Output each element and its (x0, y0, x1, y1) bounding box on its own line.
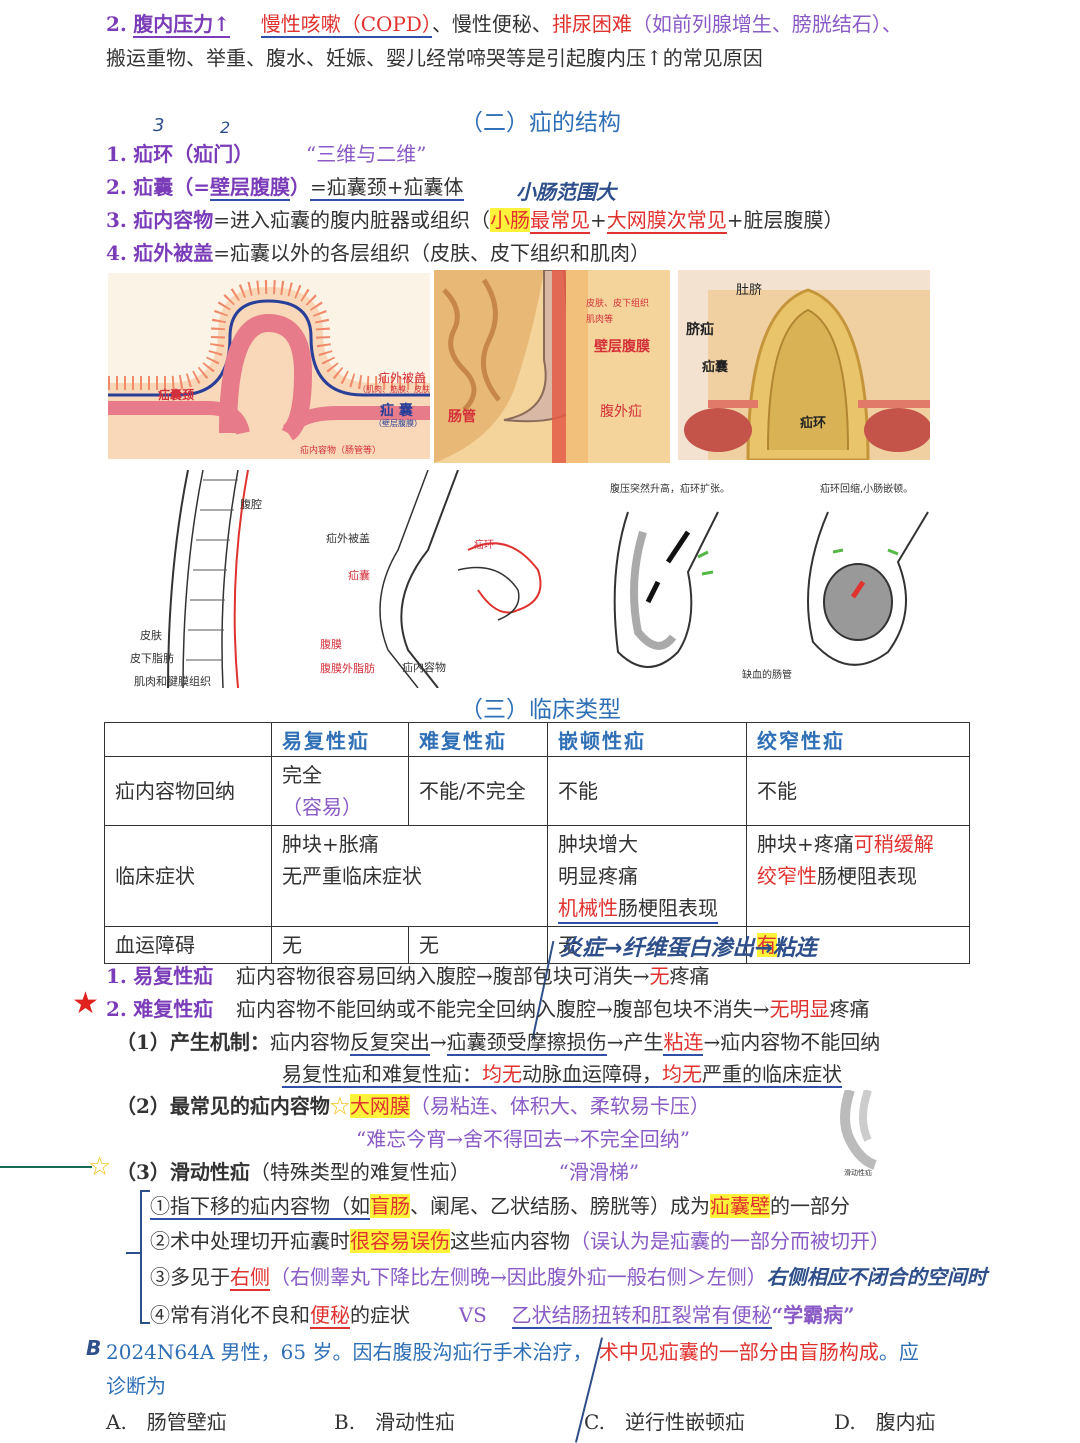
pointer-line (0, 1166, 92, 1168)
table-row: 临床症状 肿块+胀痛 无严重临床症状 肿块增大 明显疼痛 机械性肠梗阻表现 肿块… (104, 825, 970, 927)
mechanism-line-1: （1）产生机制：疝内容物反复突出→疝囊颈受摩擦损伤→产生粘连→疝内容物不能回纳 (116, 1030, 881, 1056)
common-content-line: （2）最常见的疝内容物☆大网膜（易粘连、体积大、柔软易卡压） (116, 1094, 710, 1118)
section3-heading: （三）临床类型 (460, 697, 621, 723)
sliding-point-1: ①指下移的疝内容物（如盲肠、阑尾、乙状结肠、膀胱等）成为疝囊壁的一部分 (150, 1194, 850, 1220)
sliding-hernia-title: （3）滑动性疝（特殊类型的难复性疝） “滑滑梯” (116, 1160, 640, 1184)
structure-item-4: 4. 疝外被盖=疝囊以外的各层组织（皮肤、皮下组织和肌肉） (106, 241, 651, 265)
table-header-row: 易复性疝 难复性疝 嵌顿性疝 绞窄性疝 (104, 722, 970, 757)
f4-subq: 皮下脂肪 (130, 652, 174, 665)
f4-muscle: 肌肉和腱膜组织 (134, 675, 211, 688)
table-row: 疝内容物回纳 完全（容易） 不能/不完全 不能 不能 (104, 756, 970, 826)
mechanism-line-2: 易复性疝和难复性疝：均无动脉血运障碍，均无严重的临床症状 (282, 1062, 842, 1088)
f3-ring: 疝环 (800, 416, 827, 431)
option-d[interactable]: D. 腹内疝 (834, 1410, 936, 1434)
option-c[interactable]: C. 逆行性嵌顿疝 (584, 1410, 745, 1434)
f2-muscle: 肌肉等 (586, 315, 614, 325)
f2-bowel: 肠管 (448, 409, 476, 425)
f1-neck: 疝囊颈 (158, 388, 195, 402)
f4-cavity: 腹腔 (240, 498, 262, 511)
f3-hernia: 脐疝 (686, 322, 714, 338)
f4-ring: 疝环 (474, 540, 494, 551)
question-stem-2: 诊断为 (106, 1374, 166, 1398)
f2-outer: 腹外疝 (600, 404, 642, 420)
top-dysuria: 排尿困难 (551, 12, 632, 36)
top-mid: 、慢性便秘、 (431, 12, 552, 36)
item1-title: 疝环（疝门） (133, 142, 254, 166)
clinical-types-table: 易复性疝 难复性疝 嵌顿性疝 绞窄性疝 疝内容物回纳 完全（容易） 不能/不完全… (104, 722, 970, 964)
f4-cover: 疝外被盖 (326, 532, 370, 545)
figure-incarceration: 腹压突然升高，疝环扩张。 疝环回缩,小肠嵌顿。 缺血的肠管 (588, 472, 950, 685)
table-header-cell: 易复性疝 (271, 722, 409, 757)
gold-star-icon: ☆ (329, 1094, 350, 1118)
structure-item-3: 3. 疝内容物=进入疝囊的腹内脏器或组织（小肠最常见+大网膜次常见+脏层腹膜） (106, 208, 844, 234)
hand-answer: B (86, 1336, 102, 1360)
f4-content: 疝内容物 (402, 661, 446, 674)
sliding-point-2: ②术中处理切开疝囊时很容易误伤这些疝内容物（误认为是疝囊的一部分而被切开） (150, 1229, 890, 1253)
top-title: 腹内压力↑ (133, 12, 231, 38)
f4-sac: 疝囊 (348, 569, 370, 582)
f1-sac-sub: （壁层腹膜） (374, 419, 422, 428)
figure-hernia-structure-1: 疝囊颈 疝外被盖 （肌肉、筋膜、皮肤） 疝 囊 （壁层腹膜） 疝内容物（肠管等） (108, 273, 430, 459)
sliding-point-3: ③多见于右侧（右侧睾丸下降比左侧晚→因此腹外疝一般右侧＞左侧）右侧相应不闭合的空… (150, 1265, 987, 1291)
f5-right: 疝环回缩,小肠嵌顿。 (820, 484, 914, 495)
f4-peritoneum: 腹膜 (320, 638, 342, 651)
table-header-cell (104, 722, 272, 757)
table-row: 血运障碍 无 无 无 有 (104, 926, 970, 964)
top-line-2: 搬运重物、举重、腹水、妊娠、婴儿经常啼哭等是引起腹内压↑的常见原因 (106, 46, 763, 70)
f2-peritoneum: 壁层腹膜 (594, 339, 650, 355)
f3-sac: 疝囊 (702, 360, 729, 375)
top-num: 2. (106, 12, 127, 36)
top-paren: （如前列腺增生、膀胱结石）、 (631, 12, 902, 36)
structure-item-1: 1. 疝环（疝门） “三维与二维” (106, 142, 427, 166)
sliding-hernia-thumbnail: 滑动性疝 (830, 1090, 890, 1180)
top-copd: 慢性咳嗽（COPD） (260, 12, 432, 38)
item1-note: “三维与二维” (305, 142, 427, 166)
figure-hernia-layers: 腹腔 疝外被盖 疝囊 疝环 皮肤 皮下脂肪 肌肉和腱膜组织 腹膜 腹膜外脂肪 疝… (128, 470, 568, 688)
sliding-hernia-label: 滑动性疝 (844, 1169, 872, 1177)
f4-extraperitoneal: 腹膜外脂肪 (320, 662, 375, 675)
hand-2: 2 (220, 118, 231, 137)
f1-cover-sub: （肌肉、筋膜、皮肤） (358, 385, 430, 394)
sliding-point-4: ④常有消化不良和便秘的症状 VS 乙状结肠扭转和肛裂常有便秘“学霸病” (150, 1303, 855, 1329)
question-stem-1: 2024N64A 男性，65 岁。因右腹股沟疝行手术治疗， 术中见疝囊的一部分由… (106, 1340, 919, 1364)
f1-sac: 疝 囊 (380, 403, 413, 419)
hand-note-adhesion: 炎症→纤维蛋白渗出→粘连 (560, 936, 817, 961)
note-2: 2. 难复性疝 疝内容物不能回纳或不能完全回纳入腹腔→腹部包块不消失→无明显疼痛 (106, 997, 870, 1021)
bracket (140, 1190, 150, 1324)
f1-cover: 疝外被盖 (378, 371, 427, 385)
f5-bottom: 缺血的肠管 (742, 670, 792, 681)
f4-skin: 皮肤 (140, 629, 162, 642)
section2-heading: （二）疝的结构 (460, 110, 621, 136)
top-line-1: 2. 腹内压力↑ 慢性咳嗽（COPD）、慢性便秘、排尿困难（如前列腺增生、膀胱结… (106, 8, 902, 38)
gold-star-icon: ☆ (88, 1152, 112, 1182)
f5-left: 腹压突然升高，疝环扩张。 (610, 484, 730, 495)
table-header-cell: 绞窄性疝 (746, 722, 970, 757)
figure-hernia-structure-2: 皮肤、皮下组织 肌肉等 壁层腹膜 肠管 腹外疝 (434, 270, 670, 463)
note-1: 1. 易复性疝 疝内容物很容易回纳入腹腔→腹部包块可消失→无疼痛 (106, 964, 710, 988)
star-icon: ★ (72, 986, 99, 1021)
hand-3: 3 (153, 115, 165, 136)
structure-item-2: 2. 疝囊（=壁层腹膜）=疝囊颈+疝囊体 (106, 175, 464, 201)
mnemonic-quote: “难忘今宵→舍不得回去→不完全回纳” (356, 1127, 690, 1151)
f2-skin: 皮肤、皮下组织 (586, 299, 650, 309)
option-b[interactable]: B. 滑动性疝 (334, 1410, 456, 1434)
f1-content: 疝内容物（肠管等） (300, 446, 382, 456)
f3-navel: 肚脐 (736, 283, 763, 298)
option-a[interactable]: A. 肠管壁疝 (106, 1410, 227, 1434)
figure-umbilical-hernia: 肚脐 脐疝 疝囊 疝环 (678, 270, 930, 460)
item2-hand-note: 小肠范围大 (516, 180, 616, 204)
bracket-tick (126, 1252, 140, 1254)
table-header-cell: 难复性疝 (408, 722, 548, 757)
table-header-cell: 嵌顿性疝 (547, 722, 747, 757)
item2-text: =疝囊颈+疝囊体 (310, 175, 464, 201)
